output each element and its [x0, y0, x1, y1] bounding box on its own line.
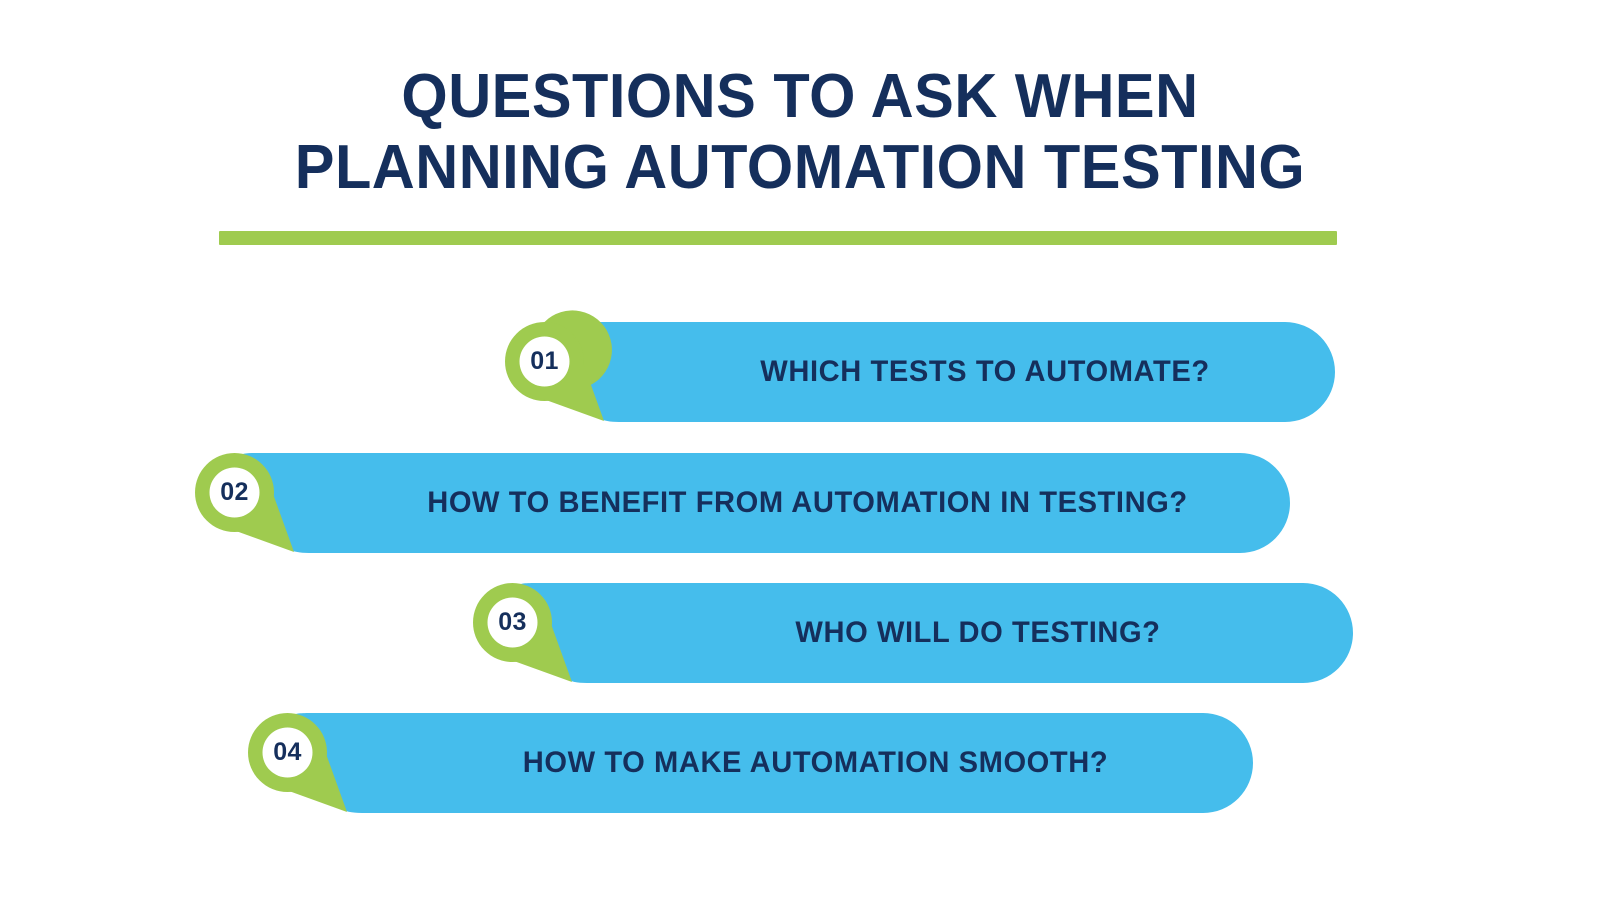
- page-title: QUESTIONS TO ASK WHEN PLANNING AUTOMATIO…: [0, 62, 1600, 203]
- question-banner-04: [288, 713, 1253, 813]
- question-banner-01: [545, 322, 1335, 422]
- question-row-01[interactable]: WHICH TESTS TO AUTOMATE? 01: [505, 310, 1335, 422]
- question-banner-03: [513, 583, 1353, 683]
- question-number-badge-02: 02: [195, 453, 299, 557]
- question-number-badge-04: 04: [248, 713, 352, 817]
- question-number-badge-03: 03: [473, 583, 577, 687]
- question-row-04[interactable]: HOW TO MAKE AUTOMATION SMOOTH? 04: [248, 713, 1253, 813]
- question-banner-02: [235, 453, 1290, 553]
- page-title-line-1: QUESTIONS TO ASK WHEN: [401, 62, 1199, 131]
- question-row-03[interactable]: WHO WILL DO TESTING? 03: [473, 583, 1353, 683]
- page-title-line-2: PLANNING AUTOMATION TESTING: [294, 132, 1306, 202]
- question-row-02[interactable]: HOW TO BENEFIT FROM AUTOMATION IN TESTIN…: [195, 453, 1290, 553]
- title-underline-rule: [219, 231, 1337, 245]
- question-number-badge-01: 01: [505, 310, 612, 426]
